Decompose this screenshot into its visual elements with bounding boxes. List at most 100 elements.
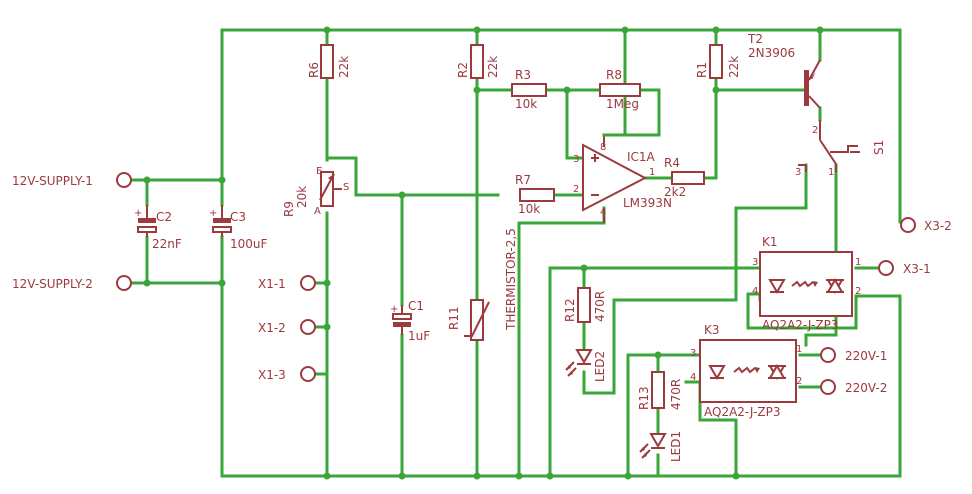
- terminal-label: 220V-2: [845, 381, 887, 395]
- resistor-r3: R3 10k: [511, 68, 547, 111]
- component-name: R11: [447, 306, 461, 330]
- pin-label: 4: [690, 372, 696, 383]
- terminal-label: X3-2: [924, 219, 952, 233]
- capacitor-c1: + C1 1uF: [390, 299, 430, 343]
- component-name: R9: [282, 201, 296, 217]
- terminal-label: 220V-1: [845, 349, 887, 363]
- pin-label: E: [316, 166, 322, 177]
- terminal-label: X1-3: [258, 368, 286, 382]
- pin-label: 4: [752, 286, 758, 297]
- component-name: C1: [408, 299, 424, 313]
- component-value: 22nF: [152, 237, 182, 251]
- component-name: R1: [695, 62, 709, 78]
- resistor-r6: R6 22k: [307, 44, 351, 79]
- component-name: S1: [872, 140, 886, 155]
- terminal-220v-1: 220V-1: [820, 347, 887, 363]
- pin-label: 3: [752, 257, 758, 268]
- component-value: 22k: [486, 56, 500, 78]
- junctions: [143, 26, 824, 480]
- pin-label: 8: [600, 142, 606, 153]
- polarity-mark: +: [209, 208, 217, 219]
- transistor-t2: T2 2N3906: [747, 32, 821, 109]
- component-name: T2: [747, 32, 763, 46]
- led-led1: LED1: [639, 431, 683, 462]
- component-name: K1: [762, 235, 778, 249]
- thermistor-r11: R11 THERMISTOR-2,5: [447, 228, 518, 341]
- pin-label: 1: [855, 257, 861, 268]
- component-name: K3: [704, 323, 720, 337]
- component-name: C3: [230, 210, 246, 224]
- component-name: C2: [156, 210, 172, 224]
- pin-label: A: [314, 206, 321, 217]
- component-name: R6: [307, 62, 321, 78]
- wires: [130, 28, 902, 478]
- pin-label: 3: [795, 167, 801, 178]
- resistor-r12: R12 470R: [563, 287, 607, 323]
- component-name: R3: [515, 68, 531, 82]
- pin-label: 3: [573, 154, 579, 165]
- terminal-x1-3: X1-3: [258, 366, 316, 382]
- opamp-ic1a: 8 3 2 1 4 IC1A LM393N: [573, 135, 672, 223]
- component-name: R2: [456, 62, 470, 78]
- resistor-r1: R1 22k: [695, 44, 741, 79]
- pin-label: S: [343, 182, 349, 193]
- pin-label: 2: [855, 286, 861, 297]
- potentiometer-r9: E A S R9 20k: [282, 166, 349, 217]
- terminal-12v-supply-2: 12V-SUPPLY-2: [12, 275, 132, 291]
- component-value: 470R: [593, 291, 607, 322]
- polarity-mark: +: [134, 208, 142, 219]
- component-name: R12: [563, 298, 577, 322]
- component-value: 470R: [669, 379, 683, 410]
- terminal-label: 12V-SUPPLY-2: [12, 277, 93, 291]
- component-name: IC1A: [627, 150, 656, 164]
- pin-label: 2: [573, 184, 579, 195]
- component-value: 2k2: [664, 185, 686, 199]
- component-value: 2N3906: [748, 46, 795, 60]
- component-name: R8: [606, 68, 622, 82]
- component-value: 100uF: [230, 237, 268, 251]
- component-value: 10k: [518, 202, 540, 216]
- component-value: 10k: [515, 97, 537, 111]
- component-value: 22k: [337, 56, 351, 78]
- terminal-x3-1: X3-1: [878, 260, 931, 276]
- pin-label: 2: [812, 125, 818, 136]
- capacitor-c2: + C2 22nF: [134, 205, 182, 251]
- component-value: THERMISTOR-2,5: [504, 228, 518, 331]
- component-value: 22k: [727, 56, 741, 78]
- terminal-x1-1: X1-1: [258, 275, 316, 291]
- pin-label: 1: [649, 167, 655, 178]
- terminal-label: X1-2: [258, 321, 286, 335]
- resistor-r2: R2 22k: [456, 44, 500, 79]
- component-value: 20k: [295, 186, 309, 208]
- switch-s1: 2 3 1 S1: [795, 120, 886, 178]
- component-value: AQ2A2-J-ZP3: [762, 318, 838, 332]
- terminal-label: X3-1: [903, 262, 931, 276]
- terminal-label: X1-1: [258, 277, 286, 291]
- component-name: LED1: [669, 431, 683, 462]
- pin-label: 3: [690, 348, 696, 359]
- component-value: 1uF: [408, 329, 430, 343]
- terminal-12v-supply-1: 12V-SUPPLY-1: [12, 172, 132, 188]
- pin-label: 2: [796, 376, 802, 387]
- relay-k1: 3 4 1 2 K1 AQ2A2-J-ZP3: [752, 235, 861, 332]
- resistor-r13: R13 470R: [637, 371, 683, 410]
- terminal-x1-2: X1-2: [258, 319, 316, 335]
- pin-label: 1: [828, 167, 834, 178]
- pin-label: 4: [600, 207, 606, 218]
- component-name: LED2: [593, 351, 607, 382]
- led-led2: LED2: [565, 349, 607, 382]
- pin-label: 1: [796, 344, 802, 355]
- resistor-r8: R8 1Meg: [599, 68, 641, 111]
- relay-k3: 3 4 1 2 K3 AQ2A2-J-ZP3: [690, 323, 802, 419]
- terminal-220v-2: 220V-2: [820, 379, 887, 395]
- component-name: R4: [664, 156, 680, 170]
- component-name: R7: [515, 173, 531, 187]
- resistor-r7: R7 10k: [515, 173, 555, 216]
- resistor-r4: R4 2k2: [664, 156, 705, 199]
- component-value: 1Meg: [606, 97, 639, 111]
- component-value: LM393N: [623, 196, 672, 210]
- polarity-mark: +: [390, 304, 398, 315]
- terminal-x3-2: X3-2: [900, 217, 952, 233]
- component-name: R13: [637, 386, 651, 410]
